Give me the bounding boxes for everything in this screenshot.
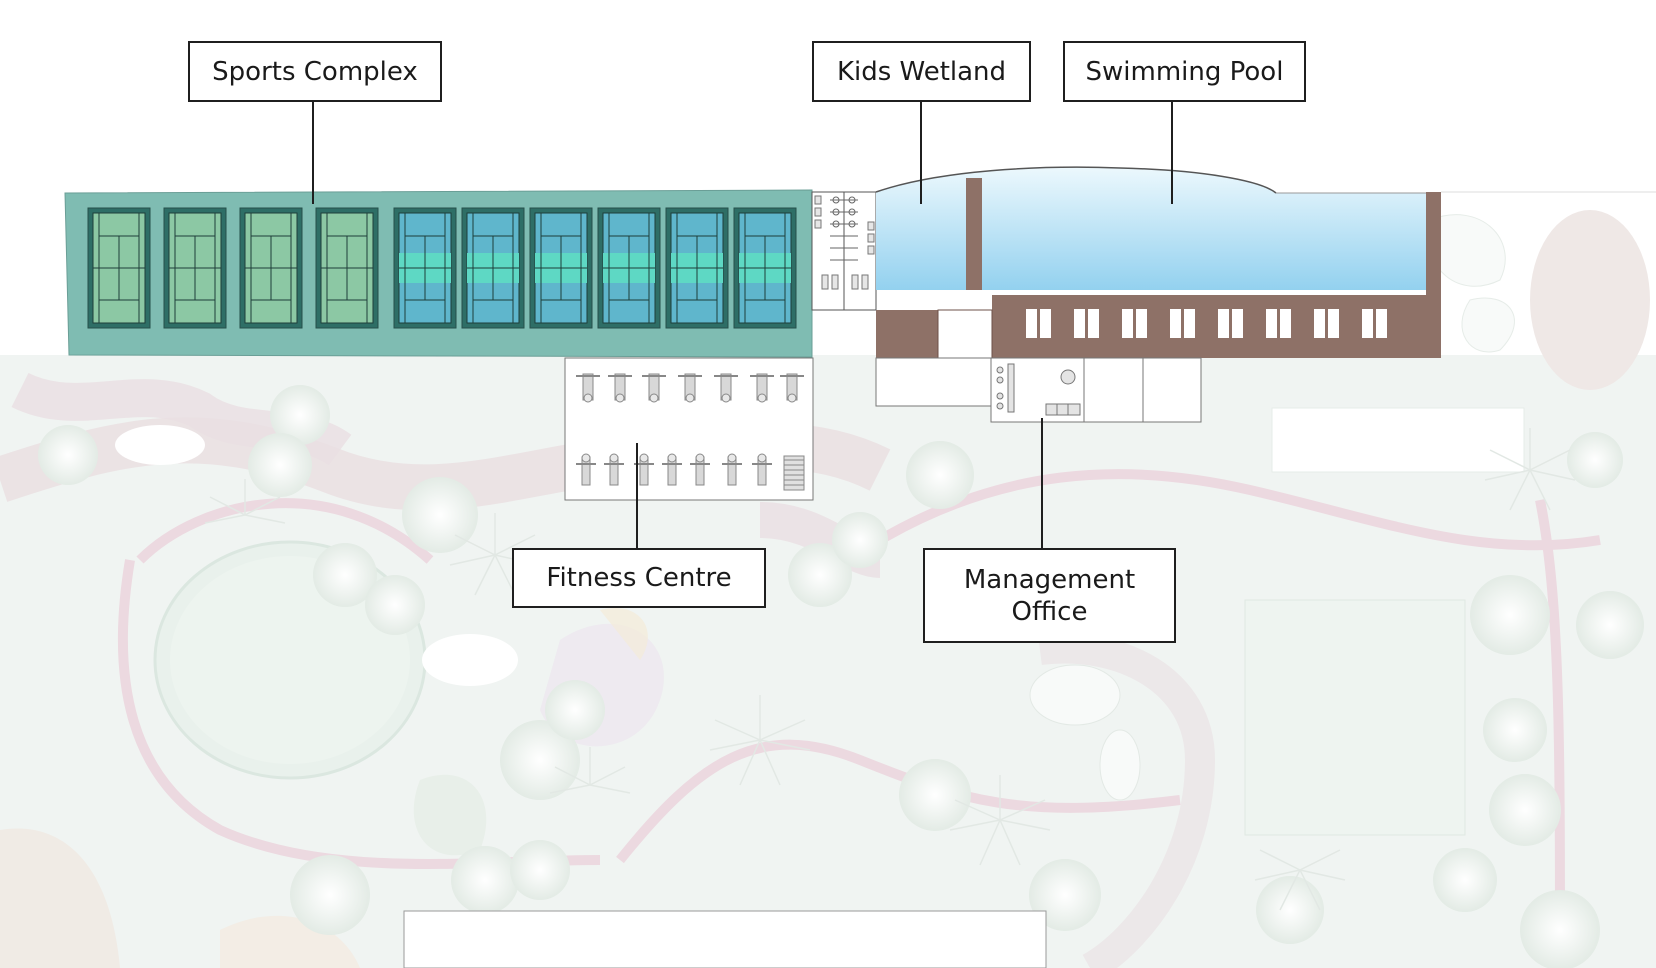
gym-equipment-icon xyxy=(576,373,805,491)
cabin-icon xyxy=(1026,309,1387,338)
basketball-court xyxy=(597,207,661,329)
fitness-centre-label: Fitness Centre xyxy=(512,548,766,608)
tennis-court xyxy=(163,207,227,329)
basketball-court xyxy=(665,207,729,329)
sports-complex-label: Sports Complex xyxy=(188,41,442,102)
management-office-furniture xyxy=(996,363,1081,416)
park-background xyxy=(0,210,1656,968)
fitness-centre-area xyxy=(564,357,814,501)
management-office-label: Management Office xyxy=(923,548,1176,643)
sports-complex-area xyxy=(64,189,813,358)
basketball-court xyxy=(733,207,797,329)
tennis-court xyxy=(239,207,303,329)
leader-lines xyxy=(312,100,1173,548)
tennis-court xyxy=(87,207,151,329)
swimming-pool-label: Swimming Pool xyxy=(1063,41,1306,102)
basketball-court xyxy=(393,207,457,329)
tree-icon xyxy=(38,385,1644,968)
swimming-pool-area xyxy=(875,166,1656,359)
basketball-court xyxy=(529,207,593,329)
pool-service-rooms xyxy=(875,357,1202,423)
basketball-court xyxy=(461,207,525,329)
tennis-court xyxy=(315,207,379,329)
kids-wetland-label: Kids Wetland xyxy=(812,41,1031,102)
kids-wetland-changing-area xyxy=(811,191,877,311)
